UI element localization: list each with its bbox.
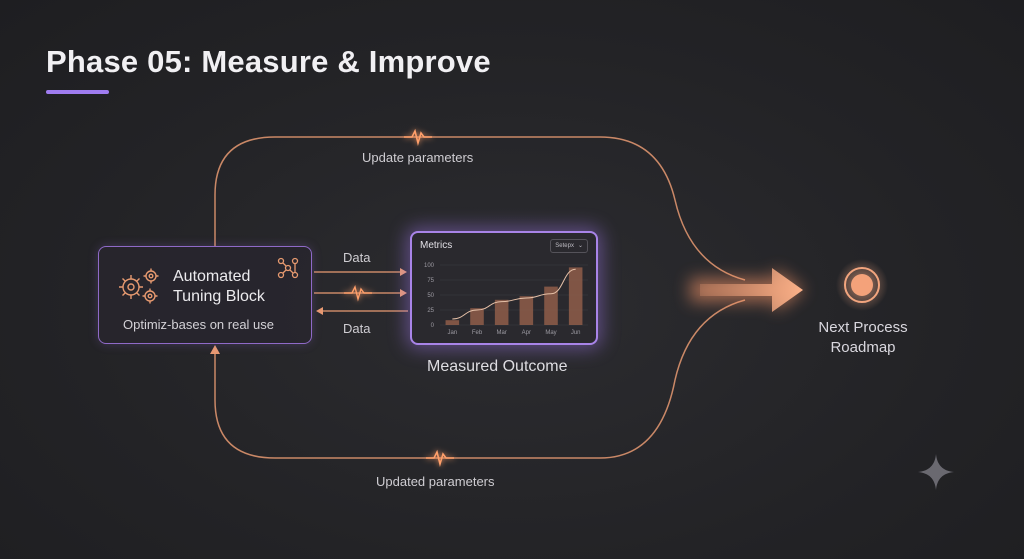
automated-tuning-block: Automated Tuning Block Optimiz-bases on …	[98, 246, 312, 344]
next-process-label: Next Process Roadmap	[800, 318, 926, 358]
tuning-block-title: Automated Tuning Block	[173, 268, 265, 305]
data-in-label: Data	[343, 321, 371, 336]
big-arrow	[700, 268, 803, 312]
x-tick-label: May	[545, 330, 556, 336]
node-graph-icon	[277, 257, 299, 279]
pulse-top	[404, 128, 432, 147]
pulse-middle	[344, 284, 372, 302]
x-tick-label: Apr	[522, 330, 531, 336]
tuning-block-subtitle: Optimiz-bases on real use	[123, 317, 275, 332]
data-out-label: Data	[343, 250, 371, 265]
bar	[470, 308, 484, 325]
title-underline	[46, 90, 109, 94]
x-tick-label: Jun	[571, 330, 581, 336]
next-process-line2: Roadmap	[830, 339, 896, 356]
sparkle-icon	[918, 454, 954, 490]
update-parameters-label: Update parameters	[362, 150, 474, 165]
arrow-head-up	[210, 345, 220, 354]
metrics-select[interactable]: Setepx ⌄	[550, 239, 588, 253]
trend-line	[452, 268, 576, 320]
y-tick-label: 100	[424, 263, 435, 269]
gears-icon	[119, 268, 159, 304]
bar	[445, 320, 460, 325]
measured-outcome-label: Measured Outcome	[427, 358, 568, 375]
top-feedback-line	[214, 136, 746, 281]
x-tick-label: Mar	[496, 330, 506, 336]
bar	[519, 296, 534, 325]
arrow-head-data-out	[400, 268, 407, 276]
page-title: Phase 05: Measure & Improve	[46, 44, 491, 79]
x-tick-label: Feb	[472, 330, 483, 336]
pulse-bottom	[426, 449, 454, 468]
metrics-title: Metrics	[420, 240, 453, 251]
next-process-dot	[851, 274, 873, 296]
chevron-down-icon: ⌄	[577, 243, 583, 249]
metrics-select-value: Setepx	[555, 243, 574, 249]
y-tick-label: 0	[431, 323, 435, 329]
y-tick-label: 50	[427, 293, 434, 299]
bar	[544, 286, 558, 325]
next-process-line1: Next Process	[818, 319, 908, 336]
y-tick-label: 25	[427, 308, 434, 314]
updated-parameters-label: Updated parameters	[376, 474, 495, 489]
bar	[494, 299, 509, 325]
arrow-head-data-in	[316, 307, 323, 315]
arrow-head-middle	[400, 289, 407, 297]
x-tick-label: Jan	[447, 330, 457, 336]
bottom-feedback-line	[214, 299, 746, 459]
next-process-outer-ring	[844, 267, 880, 303]
y-tick-label: 75	[427, 278, 434, 284]
bar	[568, 267, 583, 325]
